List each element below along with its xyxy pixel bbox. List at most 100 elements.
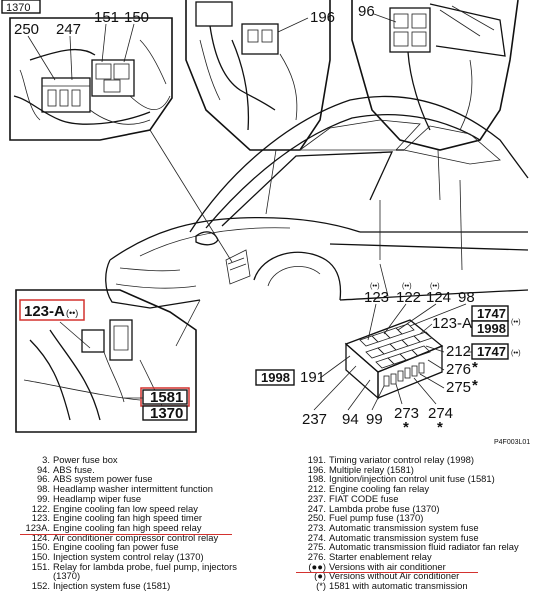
- highlight-line-123a: [20, 534, 232, 535]
- callout-94: 94: [342, 411, 359, 428]
- legend-item-number: 212.: [307, 483, 326, 495]
- callout-99: 99: [366, 411, 383, 428]
- legend-right-column: 191.Timing variator control relay (1998)…: [296, 455, 538, 591]
- legend-item-number: 275.: [307, 541, 326, 553]
- legend-item-number: 3.: [42, 454, 50, 465]
- legend-item-text: Automatic transmission fluid radiator fa…: [329, 541, 519, 553]
- legend-item-number: 250.: [307, 512, 326, 524]
- callout-123-fusebox: 123: [364, 289, 389, 306]
- callout-275-star: *: [472, 377, 478, 394]
- callout-123a-left: 123-A: [24, 303, 65, 320]
- legend-item: 275.Automatic transmission fluid radiato…: [296, 542, 538, 552]
- legend-item: 196.Multiple relay (1581): [296, 464, 538, 475]
- legend-item: 212.Engine cooling fan relay: [296, 484, 538, 494]
- relay-block-left: [41, 77, 91, 113]
- inset-bottom-left: 123-A (••) 1581 1370: [15, 289, 197, 433]
- legend-item: 150.Injection system control relay (1370…: [20, 552, 285, 562]
- legend-item: 98.Headlamp washer intermittent function: [20, 484, 285, 494]
- svg-text:1370: 1370: [6, 2, 30, 14]
- legend-item-text: Engine cooling fan high speed timer: [53, 512, 203, 524]
- legend-item: 250.Fuel pump fuse (1370): [296, 513, 538, 523]
- legend-item-text: Injection system control relay (1370): [53, 551, 204, 563]
- legend-item: 122.Engine cooling fan low speed relay: [20, 502, 285, 514]
- legend-item: (●)Versions without Air conditioner: [296, 571, 538, 581]
- legend-item-text: Engine cooling fan low speed relay: [53, 502, 198, 514]
- mark-124: (••): [430, 283, 440, 290]
- legend-item: 123A.Engine cooling fan high speed relay: [20, 523, 285, 533]
- callout-196: 196: [310, 9, 335, 26]
- legend-item-text: Headlamp wiper fuse: [53, 492, 142, 504]
- callout-1581: 1581: [150, 389, 183, 406]
- legend-item-text: (1370): [53, 570, 81, 582]
- callout-150: 150: [124, 9, 149, 26]
- legend-item-number: (*): [316, 580, 326, 592]
- callout-1998-left: 1998: [261, 370, 290, 385]
- legend-item-number: 96.: [36, 473, 50, 485]
- callout-274: 274: [428, 405, 453, 422]
- legend-item: (*)1581 with automatic transmission: [296, 581, 538, 591]
- inset-top-left: 250 247 151 150: [9, 9, 173, 141]
- callout-124-fusebox: 124: [426, 289, 451, 306]
- legend-item: 151.Relay for lambda probe, fuel pump, i…: [20, 562, 285, 572]
- callout-123a-fusebox: 123-A: [432, 315, 472, 332]
- legend-item-number: 198.: [307, 473, 326, 485]
- legend-item-text: Engine cooling fan relay: [329, 483, 430, 495]
- legend-item: 99.Headlamp wiper fuse: [20, 494, 285, 504]
- legend-item: 273.Automatic transmission system fuse: [296, 523, 538, 533]
- callout-96: 96: [358, 3, 375, 20]
- legend-item-number: 150.: [31, 541, 50, 553]
- legend-item: 123.Engine cooling fan high speed timer: [20, 513, 285, 523]
- corner-label: 1370: [1, 0, 41, 14]
- mark-1747-mid: (••): [511, 350, 521, 357]
- legend-item-text: Injection system fuse (1581): [53, 580, 171, 592]
- legend-item: 274.Automatic transmission system fuse: [296, 531, 538, 543]
- legend-item-number: 150.: [31, 551, 50, 563]
- legend-item-text: Automatic transmission system fuse: [329, 531, 479, 543]
- legend-item: 150.Engine cooling fan power fuse: [20, 542, 285, 552]
- legend-item-text: Power fuse box: [53, 454, 118, 465]
- callout-1747-mid: 1747: [477, 344, 506, 359]
- legend-item-text: FIAT CODE fuse: [329, 492, 399, 504]
- callout-191: 191: [300, 369, 325, 386]
- fuse-box-detail: 123 122 124 98 (••) (••) (••) 1747 1998 …: [255, 283, 521, 436]
- legend-item-number: 94.: [36, 463, 50, 475]
- callout-274-star: *: [437, 419, 443, 436]
- highlight-line-aircon: [296, 572, 478, 573]
- legend-item-text: 1581 with automatic transmission: [329, 580, 468, 592]
- legend-item-number: 124.: [31, 531, 50, 543]
- wiring-diagram: 1370 250 247 151 150: [1, 0, 530, 446]
- legend-item-number: 123A.: [25, 521, 51, 533]
- car-illustration: [105, 95, 529, 309]
- legend-item: 96.ABS system power fuse: [20, 474, 285, 484]
- legend-item-number: 151.: [31, 560, 50, 572]
- legend-item: 94.ABS fuse.: [20, 463, 285, 475]
- legend-item-number: (●●): [308, 560, 326, 572]
- legend-item-text: Automatic transmission system fuse: [329, 521, 479, 533]
- callout-250: 250: [14, 21, 39, 38]
- legend-item-text: Versions with air conditioner: [329, 560, 446, 572]
- callout-247: 247: [56, 21, 81, 38]
- legend-item-text: Engine cooling fan power fuse: [53, 541, 179, 553]
- legend-item: 124.Air conditioner compressor control r…: [20, 531, 285, 543]
- relay-block-right: [91, 59, 135, 97]
- legend-item-number: 276.: [307, 551, 326, 563]
- callout-237: 237: [302, 411, 327, 428]
- legend-item-text: Engine cooling fan high speed relay: [53, 521, 202, 533]
- legend-item-number: 247.: [307, 502, 326, 514]
- legend-item-text: ABS system power fuse: [53, 473, 153, 485]
- callout-273: 273: [394, 405, 419, 422]
- callout-276-star: *: [472, 359, 478, 376]
- image-code: P4F003L01: [494, 439, 530, 446]
- legend-item-text: Starter enablement relay: [329, 551, 432, 563]
- callout-212: 212: [446, 343, 471, 360]
- legend-item: 152.Injection system fuse (1581): [20, 581, 285, 591]
- callout-275: 275: [446, 379, 471, 396]
- callout-98-fusebox: 98: [458, 289, 475, 306]
- legend-item-text: Versions without Air conditioner: [329, 570, 460, 582]
- legend-item: 276.Starter enablement relay: [296, 552, 538, 562]
- legend-item-text: Headlamp washer intermittent function: [53, 483, 213, 495]
- callout-273-star: *: [403, 419, 409, 436]
- legend-item-text: Timing variator control relay (1998): [329, 454, 475, 465]
- legend-item-text: ABS fuse.: [53, 463, 95, 475]
- callout-1998-top: 1998: [477, 321, 506, 336]
